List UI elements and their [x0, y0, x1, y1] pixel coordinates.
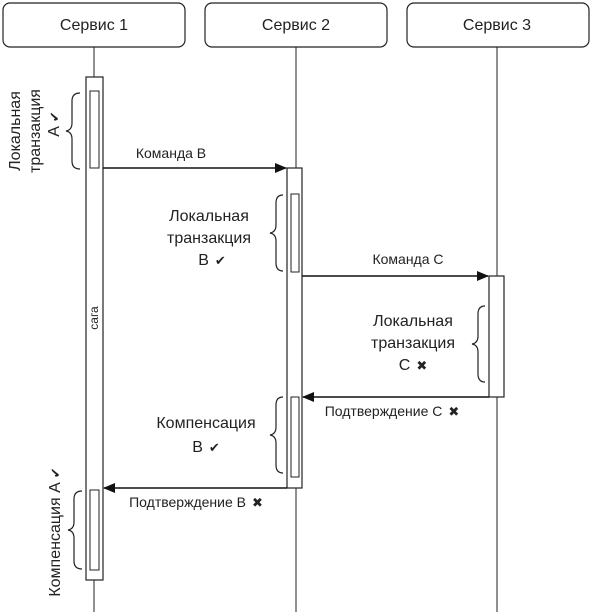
- service-3-header: Сервис 3: [406, 2, 590, 48]
- service-2-header: Сервис 2: [204, 2, 388, 48]
- note-local-b-line1: Локальная: [169, 208, 249, 225]
- service-3-label: Сервис 3: [463, 17, 531, 34]
- note-local-transaction-b: Локальная транзакция B✔: [167, 194, 284, 272]
- brace-local-a: [65, 92, 81, 170]
- note-local-a-line1: Локальная: [7, 91, 24, 171]
- local-transaction-a-activation: [89, 90, 100, 169]
- note-local-transaction-c: Локальная транзакция C✖: [371, 305, 486, 383]
- note-local-c-line3: C✖: [399, 357, 427, 374]
- service-3-activation-bar: [488, 275, 505, 398]
- note-comp-a: Компенсация A✔: [47, 467, 64, 596]
- compensation-a-activation: [89, 489, 100, 571]
- note-local-c-line2: транзакция: [371, 335, 455, 352]
- saga-activation-bar: [85, 76, 104, 581]
- note-compensation-a: Компенсация A✔: [47, 467, 83, 597]
- check-icon: ✔: [209, 441, 220, 456]
- service-1-header: Сервис 1: [2, 2, 186, 48]
- note-compensation-b: Компенсация B✔: [156, 396, 284, 474]
- brace-local-c: [471, 305, 486, 383]
- confirm-c-label: Подтверждение C✖: [325, 403, 460, 420]
- service-1-label: Сервис 1: [60, 17, 128, 34]
- check-icon: ✔: [49, 467, 64, 478]
- note-comp-b-line1: Компенсация: [156, 415, 255, 432]
- note-local-a-line2: транзакция: [27, 89, 44, 173]
- note-local-c-line1: Локальная: [373, 313, 453, 330]
- check-icon: ✔: [215, 254, 226, 269]
- check-icon: ✔: [48, 111, 63, 122]
- brace-comp-b: [269, 396, 284, 474]
- saga-label: сага: [87, 306, 101, 330]
- brace-comp-a: [67, 490, 83, 570]
- note-local-b-line3: B✔: [198, 252, 226, 269]
- cross-icon: ✖: [448, 405, 459, 420]
- brace-local-b: [269, 194, 284, 272]
- compensation-b-activation: [290, 396, 300, 478]
- local-transaction-b-activation: [290, 193, 300, 273]
- command-c-label: Команда C: [372, 251, 443, 267]
- note-local-a-line3: A✔: [46, 111, 63, 137]
- note-local-b-line2: транзакция: [167, 230, 251, 247]
- note-comp-b-line2: B✔: [192, 439, 220, 456]
- command-b-label: Команда B: [136, 145, 206, 161]
- confirm-b-label: Подтверждение B✖: [129, 494, 263, 511]
- service-2-label: Сервис 2: [262, 17, 330, 34]
- note-local-transaction-a: Локальная транзакция A✔: [7, 89, 81, 173]
- cross-icon: ✖: [252, 496, 263, 511]
- cross-icon: ✖: [416, 359, 427, 374]
